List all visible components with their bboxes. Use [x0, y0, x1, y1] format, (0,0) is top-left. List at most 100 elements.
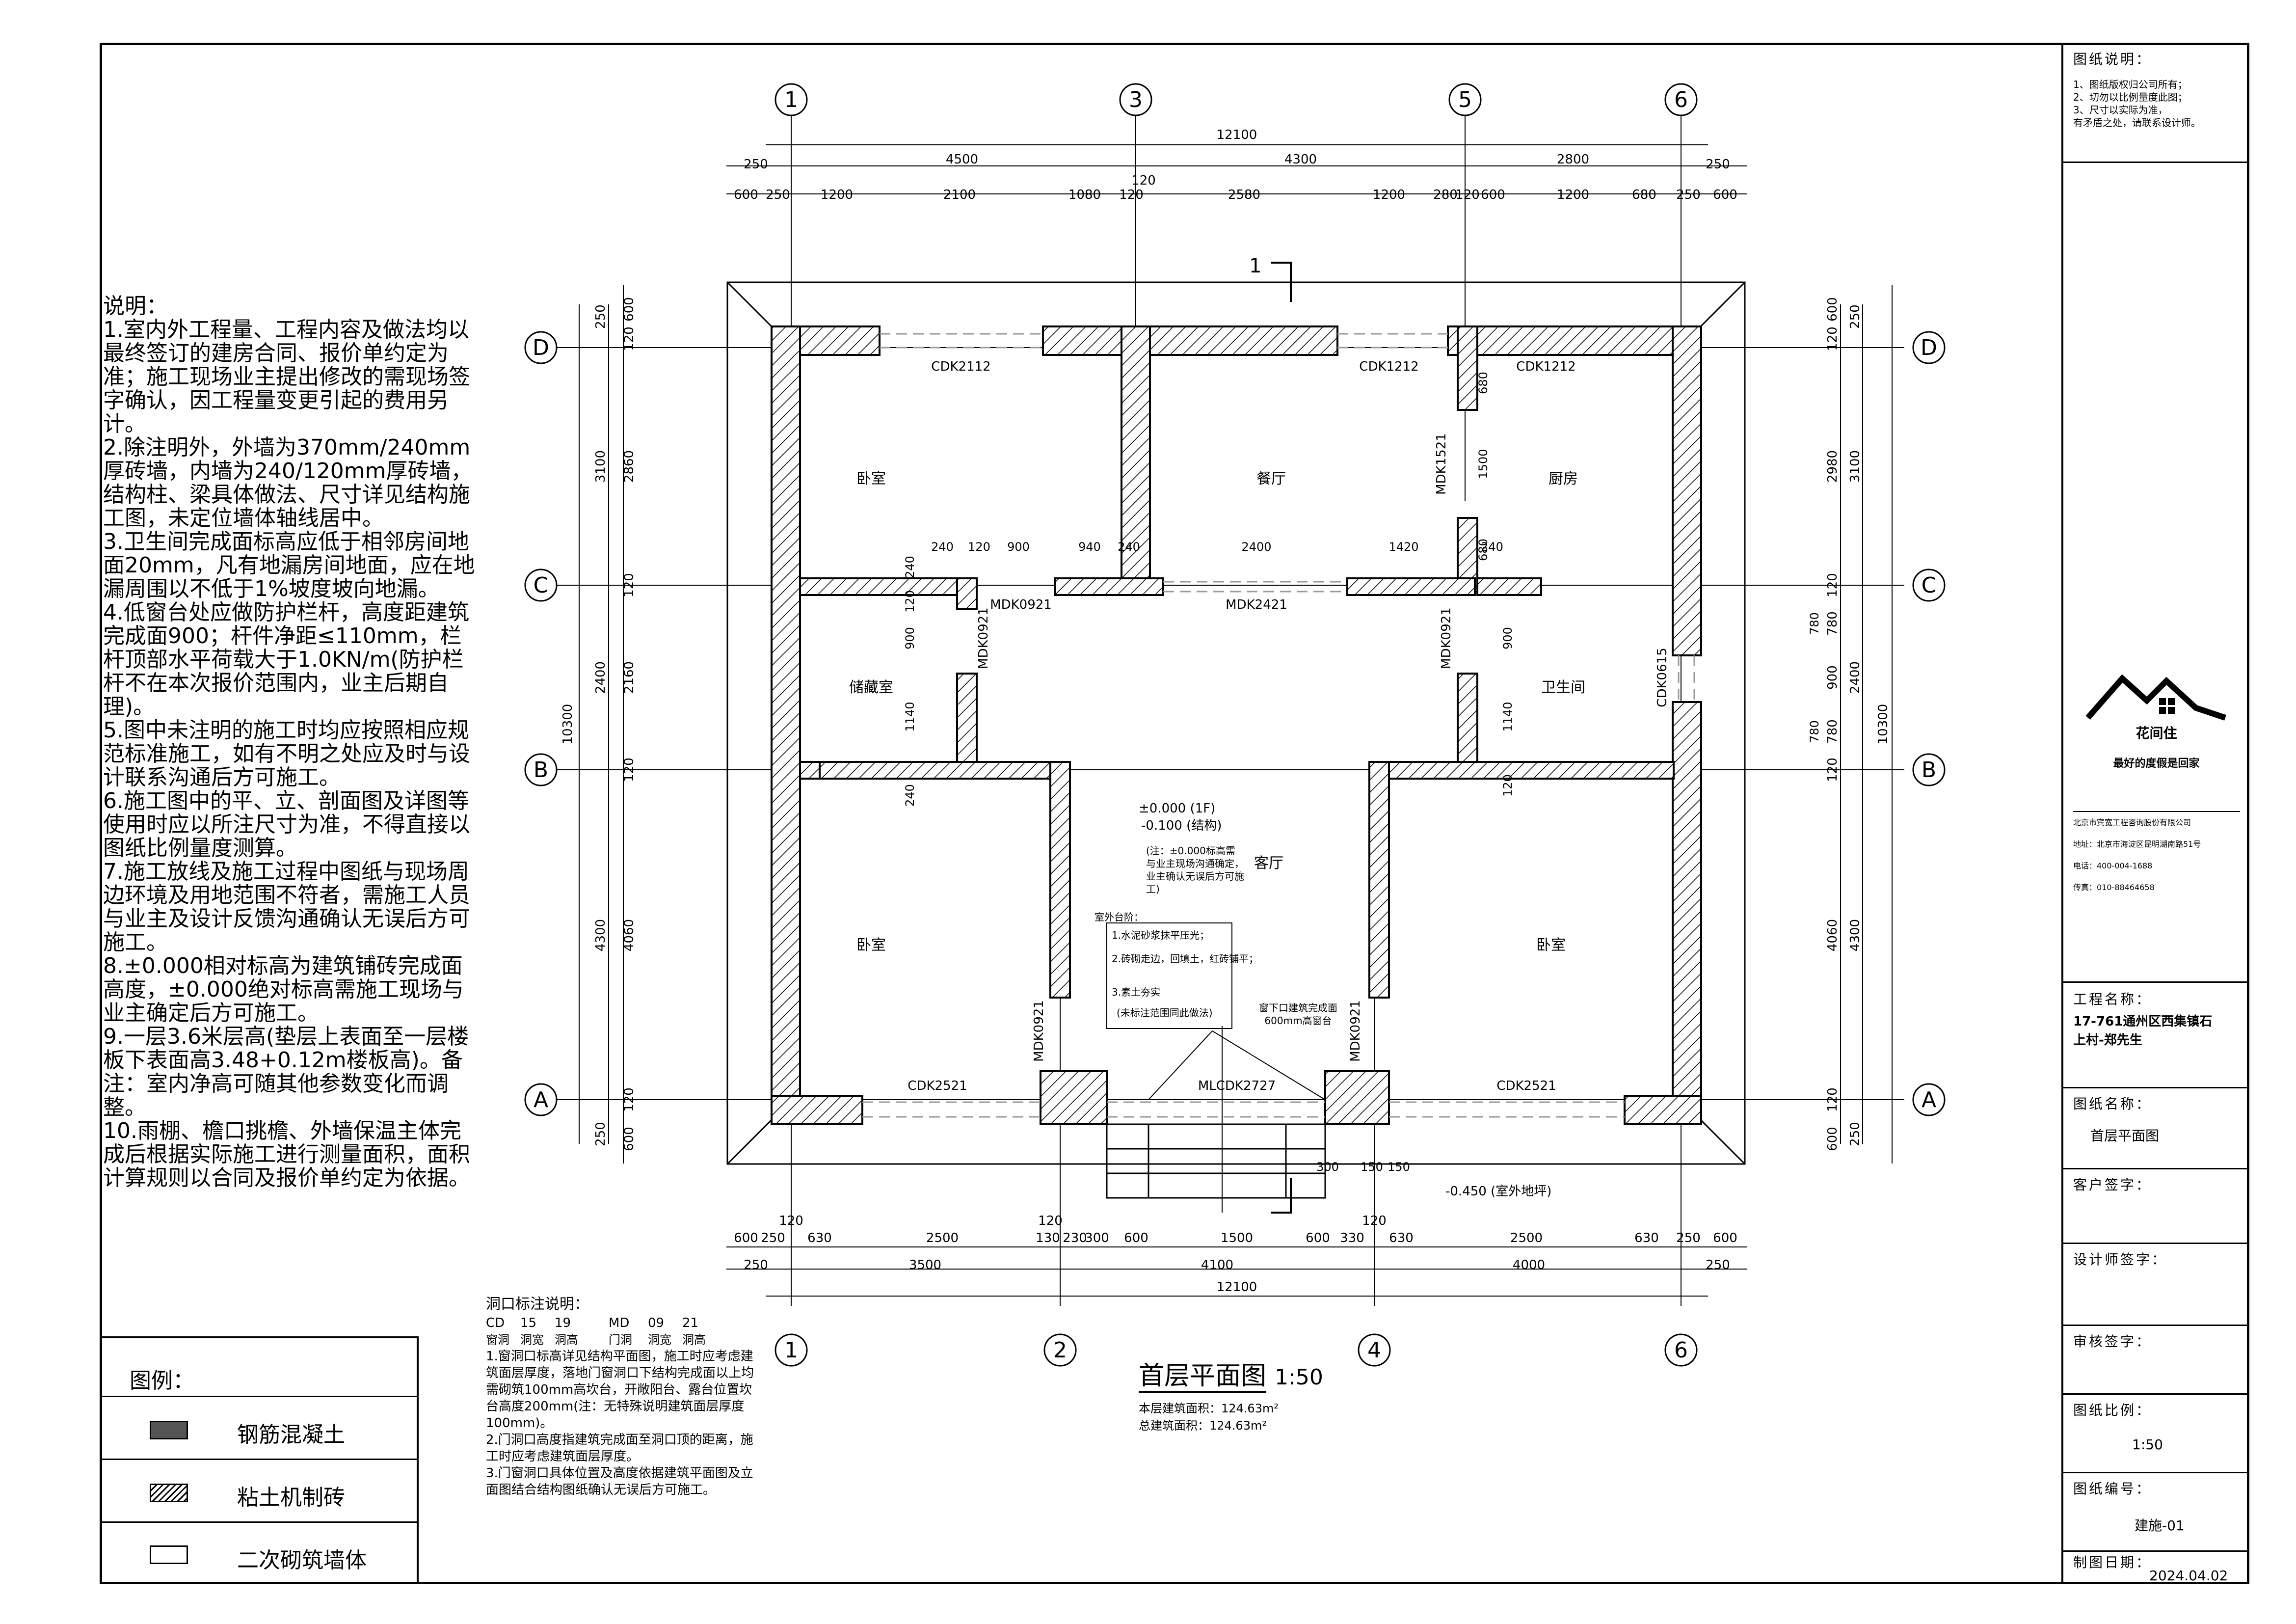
tb-note: 有矛盾之处，请联系设计师。: [2073, 117, 2201, 129]
dim-text: 120: [779, 1214, 803, 1228]
drawing-frame: [100, 43, 2249, 1584]
legend-item: 钢筋混凝土: [237, 1422, 345, 1447]
dim-text: 240: [903, 556, 917, 578]
title-block: 图纸说明： 1、图纸版权归公司所有； 2、切勿以比例量度此图； 3、尺寸以实际为…: [2061, 43, 2249, 1584]
axis-bubble: [524, 1083, 558, 1116]
eave-outline: [726, 281, 1746, 1165]
room-label: 卧室: [856, 937, 886, 954]
outdoor-steps-title: 室外台阶：: [1095, 911, 1144, 923]
opening-code-label: 洞高: [555, 1333, 578, 1347]
dim-text: 120: [622, 326, 637, 351]
axis-bubbles: [524, 83, 1946, 1367]
client-label: 客户签字：: [2073, 1177, 2152, 1193]
dim-text: 900: [1825, 665, 1840, 690]
general-notes: 说明： 1.室内外工程量、工程内容及做法均以最终签订的建房合同、报价单约定为准；…: [103, 295, 481, 1190]
dim-text: 120: [1825, 1087, 1840, 1112]
dim-text: 900: [1007, 540, 1030, 554]
dim-text: 120: [968, 540, 990, 554]
company-phone: 电话：400-004-1688: [2073, 861, 2153, 870]
room-label: 卧室: [856, 470, 886, 487]
dim-text: 2800: [1557, 152, 1589, 167]
dim-text: 120: [1119, 188, 1144, 202]
dim-text: 120: [622, 758, 637, 782]
dim-text: 1080: [1068, 188, 1101, 202]
outdoor-step-line: 3.素土夯实: [1112, 986, 1160, 998]
dim-text: 1140: [1501, 702, 1515, 731]
axis-label: C: [534, 573, 549, 598]
dim-text: 250: [593, 1122, 608, 1146]
dim-text: 120: [622, 573, 637, 597]
dim-text: 2100: [943, 188, 976, 202]
outdoor-step-line: 1.水泥砂浆抹平压光；: [1112, 929, 1209, 941]
dim-text: 240: [903, 784, 917, 807]
opening-note-line: 2.门洞口高度指建筑完成面至洞口顶的距离，施工时应考虑建筑面层厚度。: [486, 1433, 753, 1464]
company-name: 北京市宾宽工程咨询股份有限公司: [2073, 818, 2191, 827]
opening-code-label: 洞高: [682, 1333, 706, 1347]
note-item: 3.卫生间完成面标高应低于相邻房间地面20mm，凡有地漏房间地面，应在地漏周围以…: [103, 529, 475, 601]
legend-item: 二次砌筑墙体: [237, 1548, 367, 1573]
dim-text: 600: [1825, 1127, 1840, 1151]
dim-text: 600: [1825, 297, 1840, 322]
axis-label: B: [1922, 758, 1936, 783]
dim-text: 240: [931, 540, 954, 554]
opening-label: MDK1521: [1434, 433, 1449, 495]
axis-bubble: [1358, 1333, 1391, 1367]
dim-text: 680: [1476, 539, 1490, 561]
opening-notes-title: 洞口标注说明：: [486, 1296, 589, 1313]
note-item: 6.施工图中的平、立、剖面图及详图等使用时应以所注尺寸为准，不得直接以图纸比例量…: [103, 788, 470, 861]
number-value: 建施-01: [2135, 1517, 2185, 1534]
note-item: 9.一层3.6米层高(垫层上表面至一层楼板下表面高3.48+0.12m楼板高)。…: [103, 1024, 469, 1120]
dim-text: 4100: [1201, 1258, 1233, 1272]
dim-text: 240: [1481, 540, 1503, 554]
plan-scale: 1:50: [1275, 1365, 1323, 1390]
dim-text: 4300: [1284, 152, 1317, 167]
dim-text: 2500: [1510, 1231, 1543, 1245]
dim-text: 2580: [1228, 188, 1260, 202]
dim-text: 2980: [1825, 450, 1840, 483]
walls: [771, 325, 1702, 1125]
dim-text: 2400: [1241, 540, 1271, 554]
dim-text: 1200: [1373, 188, 1405, 202]
axis-label: 1: [784, 1338, 798, 1363]
axis-bubble: [524, 331, 558, 364]
plan-title: 首层平面图: [1139, 1361, 1267, 1393]
dim-text: 250: [1848, 1122, 1863, 1146]
review-label: 审核签字：: [2073, 1333, 2152, 1350]
elevation-note: (注：±0.000标高需与业主现场沟通确定，业主确认无误后方可施工): [1146, 845, 1244, 895]
dim-text: 1500: [1476, 449, 1490, 479]
notes-heading: 说明：: [103, 294, 168, 319]
masonry-swatch-icon: [150, 1545, 188, 1564]
opening-code: 15: [520, 1316, 537, 1330]
dim-text: 3500: [909, 1258, 941, 1272]
window-note: 窗下口建筑完成面600mm高窗台: [1259, 1002, 1337, 1027]
annotation-box: [1106, 922, 1326, 1213]
dim-text: 680: [1476, 372, 1490, 394]
company-fax: 传真：010-88464658: [2073, 883, 2155, 892]
opening-code-label: 洞宽: [648, 1333, 671, 1347]
dim-text: 600: [1306, 1231, 1330, 1245]
opening-code-label: 门洞: [609, 1333, 632, 1347]
dim-text: 120: [1038, 1214, 1063, 1228]
dim-text: 120: [903, 590, 917, 613]
date-label: 制图日期：: [2073, 1554, 2152, 1570]
number-label: 图纸编号：: [2073, 1481, 2152, 1497]
dim-text: 10300: [1876, 704, 1891, 745]
dim-text: 4300: [593, 919, 608, 951]
dim-text: 630: [1389, 1231, 1414, 1245]
logo-icon: [2085, 674, 2226, 721]
dim-text: 680: [1632, 188, 1656, 202]
dim-text: 4000: [1513, 1258, 1545, 1272]
dim-text: 150: [1388, 1160, 1410, 1174]
axis-label: 4: [1367, 1338, 1381, 1363]
drawing-label: 图纸名称：: [2073, 1096, 2152, 1112]
axis-label: 3: [1129, 87, 1143, 112]
dim-text: 250: [1706, 1258, 1730, 1272]
room-label: 卫生间: [1541, 679, 1585, 696]
section-mark-label: 1: [1249, 255, 1261, 277]
opening-note-line: 3.门窗洞口具体位置及高度依据建筑平面图及立面图结合结构图纸确认无误后方可施工。: [486, 1466, 753, 1497]
dim-text: 1420: [1388, 540, 1418, 554]
dim-text: 2500: [926, 1231, 959, 1245]
dim-text: 280: [1433, 188, 1458, 202]
opening-label: CDK0615: [1655, 648, 1670, 707]
dim-text: 600: [1481, 188, 1505, 202]
